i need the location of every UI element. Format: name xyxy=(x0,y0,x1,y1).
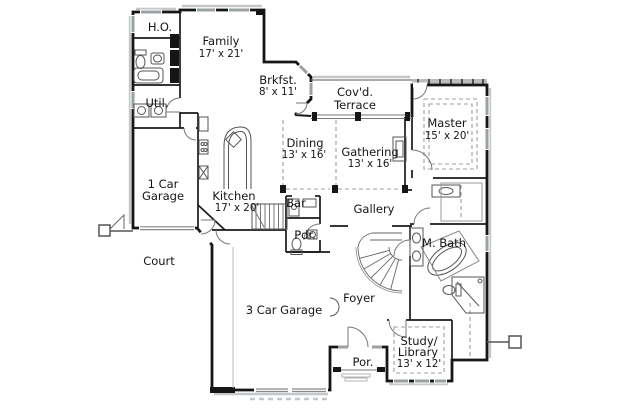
garage-door-panels xyxy=(140,226,326,393)
room-label-foyer: Foyer xyxy=(343,291,375,305)
door-swings xyxy=(109,84,433,348)
roof-eave-lines xyxy=(128,4,492,401)
room-label-brkfst: Brkfst. xyxy=(259,73,296,87)
room-label-gallery: Gallery xyxy=(354,202,395,216)
interior-walls xyxy=(133,12,487,360)
garage-corner-pier xyxy=(210,387,235,393)
room-dims-dining: 13' x 16' xyxy=(282,149,327,161)
room-label-por: Por. xyxy=(353,355,374,369)
room-label-master: Master xyxy=(427,116,467,130)
room-dims-brkfst: 8' x 11' xyxy=(259,86,297,98)
windows xyxy=(130,7,490,384)
dashed-room-dividers xyxy=(282,98,478,374)
room-dims-study: 13' x 12' xyxy=(397,358,442,370)
porch-columns xyxy=(333,367,385,372)
gallery-columns xyxy=(280,185,408,193)
room-label-dining: Dining xyxy=(286,136,323,150)
back-stair xyxy=(251,203,288,230)
room-label-garage1-1: 1 Car xyxy=(148,177,179,191)
room-label-terrace-2: Terrace xyxy=(333,98,376,112)
room-label-terrace-1: Cov'd. xyxy=(337,85,373,99)
family-fireplace-builtins xyxy=(170,9,264,83)
room-label-court: Court xyxy=(143,254,175,268)
room-label-gathering: Gathering xyxy=(341,145,398,159)
room-label-garage1-2: Garage xyxy=(142,189,184,203)
fixtures xyxy=(133,49,485,317)
room-dims-kitchen: 17' x 20' xyxy=(215,202,260,214)
room-label-pdr: Pdr. xyxy=(294,228,316,242)
room-dims-family: 17' x 21' xyxy=(199,48,244,60)
room-label-family: Family xyxy=(202,34,239,48)
room-label-bar: Bar xyxy=(286,196,306,210)
room-label-mbath: M. Bath xyxy=(422,236,466,250)
room-labels: H.O. Family 17' x 21' Brkfst. 8' x 11' C… xyxy=(142,20,469,370)
room-label-util: Util. xyxy=(146,96,169,110)
room-dims-gathering: 13' x 16' xyxy=(348,158,393,170)
curved-stair xyxy=(355,232,403,294)
colonnade-terrace xyxy=(311,79,412,121)
room-label-study-2: Library xyxy=(398,345,438,359)
room-label-garage3: 3 Car Garage xyxy=(246,303,323,317)
room-label-study-1: Study/ xyxy=(400,334,437,348)
room-label-kitchen: Kitchen xyxy=(212,189,255,203)
site-markers xyxy=(98,224,522,349)
room-label-ho: H.O. xyxy=(148,20,172,34)
exterior-walls xyxy=(131,8,489,392)
room-dims-master: 15' x 20' xyxy=(425,130,470,142)
